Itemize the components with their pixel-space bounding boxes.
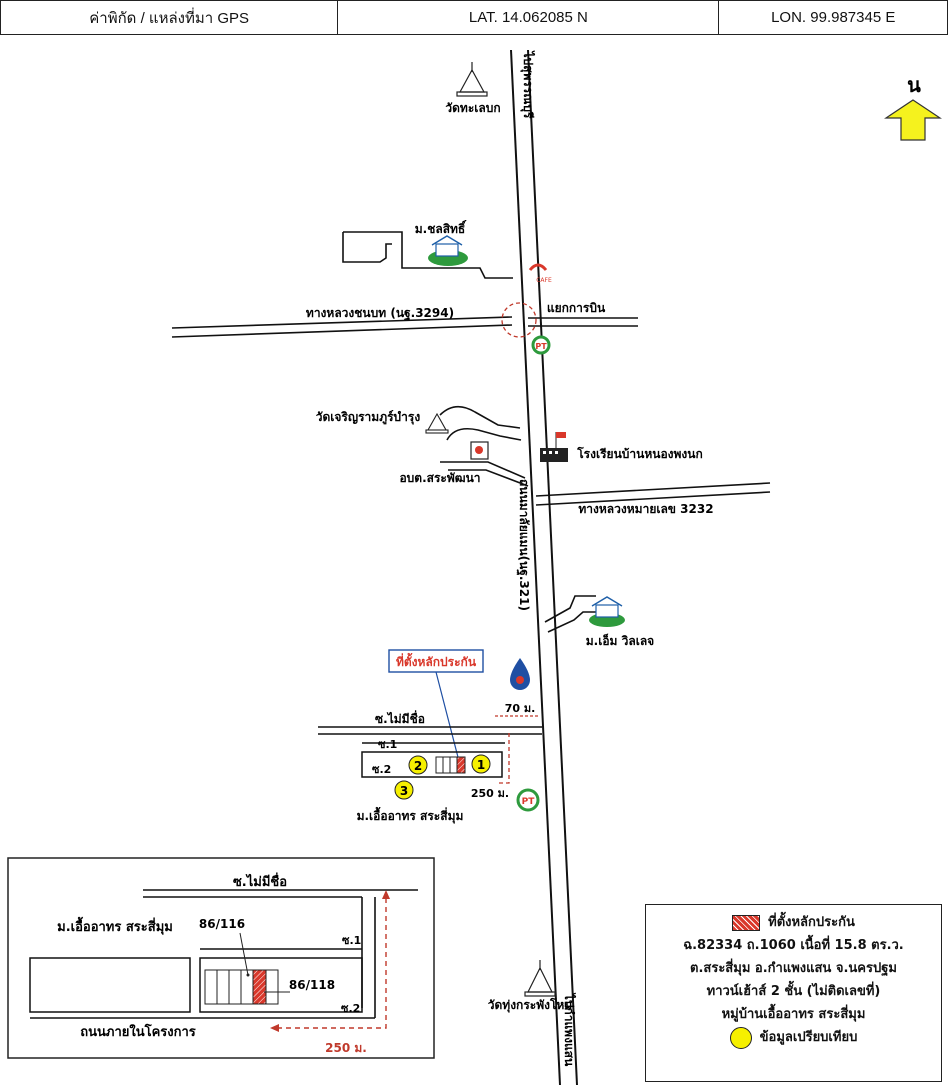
svg-text:PT: PT [522,797,536,807]
road-label-3294: ทางหลวงชนบท (นฐ.3294) [306,306,454,321]
office-label-obt: อบต.สระพัฒนา [399,471,480,485]
rural-road-3294 [171,316,638,338]
office-icon [470,441,489,460]
main-road [510,49,578,1086]
junction-circle [501,302,537,338]
comparison-marker-2 [408,755,428,775]
house-icon [428,235,468,266]
road-label-top: ไปสุพรรณบุรี [520,50,536,120]
legend-line-4: หมู่บ้านเอื้ออาทร สระสี่มุม [721,1007,866,1022]
junction-label: แยกการบิน [547,301,606,315]
inset-soi-2-label: ซ.2 [341,1002,360,1015]
soi-no-name-road [318,726,542,735]
gas-station-icon: PT [516,788,540,812]
legend-line-3: ทาวน์เฮ้าส์ 2 ชั้น (ไม่ติดเลขที่) [706,984,881,999]
inset-plot-a-label: 86/116 [199,917,245,931]
gas-station-icon: PT [531,335,551,355]
marker-3-number: 3 [400,784,408,798]
temple-label-top: วัดทะเลบก [445,101,500,115]
temple-label-thung: วัดทุ่งกระพังโหม [488,997,573,1013]
temple-icon [524,960,556,997]
soi-2-label: ซ.2 [372,763,391,776]
inset-soi-lines [30,948,375,1019]
marker-2-number: 2 [414,759,422,773]
village-label-uea: ม.เอื้ออาทร สระสี่มุม [357,806,464,824]
collateral-plot [456,756,466,774]
side-road-obt [440,461,526,479]
distance-70: 70 ม. [505,702,536,715]
svg-text:PT: PT [535,342,547,351]
fuel-drop-icon [510,658,530,690]
legend-line-1: ฉ.82334 ถ.1060 เนื้อที่ 15.8 ตร.ว. [683,938,904,953]
inset-plot-b-label: 86/118 [289,978,335,992]
soi-no-name-label: ซ.ไม่มีชื่อ [375,710,425,726]
inset-soi-1-label: ซ.1 [342,934,361,947]
inset-townhouse-units [204,969,254,1005]
inset-village-label: ม.เอื้ออาทร สระสี่มุม [57,916,173,935]
inset-block-right [199,957,363,1013]
inset-soi-no-name-road [143,889,418,1018]
soi-1-label: ซ.1 [378,738,397,751]
comparison-marker-3 [394,780,414,800]
north-arrow-icon [884,99,942,141]
project-block [361,742,505,778]
distance-250: 250 ม. [471,787,509,800]
inset-route-dashed [275,898,387,1029]
road-label-main: ถนนมาลัยแมน(นฐ.321) [516,479,531,611]
legend-collateral-row: ที่ตั้งหลักประกัน [646,911,941,934]
collateral-swatch [732,914,761,931]
route-dashed [497,733,510,784]
inset-block-left [29,957,191,1013]
side-road-m-village [544,595,596,623]
north-label: น [907,73,921,97]
village-road-chol [343,231,513,279]
temple-label-charoen: วัดเจริญรามภูร์บำรุง [316,410,421,425]
inset-inner-road-label: ถนนภายในโครงการ [80,1023,196,1040]
inset-collateral-plot [252,969,267,1005]
cafe-icon: CAFE [528,263,552,284]
village-label-m: ม.เอ็ม วิลเลจ [586,633,654,648]
side-road-charoen [439,405,521,429]
collateral-callout-label: ที่ตั้งหลักประกัน [396,652,477,669]
gps-label: ค่าพิกัด / แหล่งที่มา GPS [1,1,339,34]
inset-distance-250: 250 ม. [325,1041,367,1055]
temple-icon [456,62,488,97]
highway-3232 [535,482,771,506]
legend-comparison-label: ข้อมูลเปรียบเทียบ [759,1030,858,1045]
marker-1-number: 1 [477,758,485,772]
legend-line-2: ต.สระสี่มุม อ.กำแพงแสน จ.นครปฐม [690,961,897,976]
village-label-chol: ม.ชลสิทธิ์ [415,220,467,236]
house-icon [589,596,625,627]
road-label-bottom: ไปกำแพงแสน [562,992,577,1067]
svg-text:CAFE: CAFE [536,277,552,284]
townhouse-units [435,756,458,774]
legend-collateral-label: ที่ตั้งหลักประกัน [768,915,855,930]
longitude-value: LON. 99.987345 E [771,9,896,26]
school-label: โรงเรียนบ้านหนองพงนก [576,446,703,461]
comparison-marker-1 [471,754,491,774]
road-label-3232: ทางหลวงหมายเลข 3232 [578,502,713,516]
temple-icon [425,412,449,434]
legend-comparison-row: ข้อมูลเปรียบเทียบ [646,1026,941,1049]
inset-frame [7,857,435,1059]
school-icon [540,432,568,462]
latitude-value: LAT. 14.062085 N [338,1,720,34]
inset-soi-no-name-label: ซ.ไม่มีชื่อ [233,872,287,890]
legend-box: ที่ตั้งหลักประกัน ฉ.82334 ถ.1060 เนื้อที… [645,904,942,1082]
comparison-swatch [729,1026,752,1049]
gps-header: ค่าพิกัด / แหล่งที่มา GPS LAT. 14.062085… [0,0,948,35]
